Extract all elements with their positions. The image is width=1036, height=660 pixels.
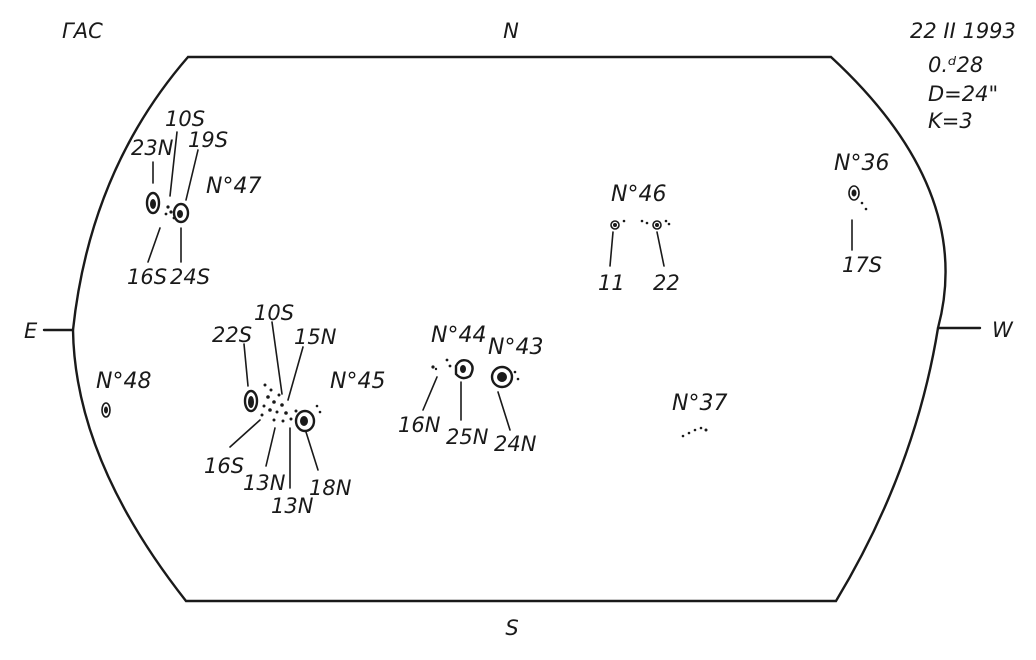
spot-label: 17S <box>842 253 882 277</box>
group-43-label: N°43 <box>488 335 543 360</box>
spot-label: 16S <box>127 265 167 289</box>
time-label: 0.ᵈ28 <box>928 53 983 77</box>
diameter-label: D=24" <box>928 82 998 106</box>
group-46: N°46 11 22 <box>598 182 680 295</box>
spot-label: 10S <box>254 301 294 325</box>
spot-label: 24N <box>494 432 537 456</box>
spot <box>172 202 190 224</box>
group-44-label: N°44 <box>431 323 486 348</box>
north-label: N <box>503 19 519 43</box>
west-label: W <box>992 318 1014 342</box>
east-label: E <box>24 319 38 343</box>
group-48: N°48 <box>96 369 151 418</box>
spot-label: 22S <box>212 323 252 347</box>
south-label: S <box>505 616 518 640</box>
group-45-label: N°45 <box>330 369 385 394</box>
spot-umbra <box>177 210 183 218</box>
group-47: N°47 23N 10S 19S 16S 24S <box>127 107 261 289</box>
spot-label: 18N <box>309 476 352 500</box>
spot-umbra <box>150 199 156 209</box>
group-37-label: N°37 <box>672 391 727 416</box>
spot <box>145 191 161 215</box>
group-48-label: N°48 <box>96 369 151 394</box>
spot-label: 16S <box>204 454 244 478</box>
group-43: N°43 24N <box>488 335 543 456</box>
group-36-label: N°36 <box>834 151 889 176</box>
group-45: N°45 22S 10S 15N 16S 13N 13N 18N <box>204 301 385 518</box>
spot-label: 13N <box>243 471 286 495</box>
observatory-label: ГАС <box>62 19 103 43</box>
group-46-label: N°46 <box>611 182 666 207</box>
spot-label: 23N <box>131 136 174 160</box>
group-47-label: N°47 <box>206 174 261 199</box>
group-44: N°44 16N 25N <box>398 323 489 449</box>
date-label: 22 II 1993 <box>910 19 1016 43</box>
spot-label: 15N <box>294 325 337 349</box>
spot-label: 24S <box>170 265 210 289</box>
group-36: N°36 17S <box>834 151 889 277</box>
group-37: N°37 <box>672 391 727 438</box>
spot-label: 19S <box>188 128 228 152</box>
spot-label: 13N <box>271 494 314 518</box>
spot-label: 10S <box>165 107 205 131</box>
spot-label: 11 <box>598 271 625 295</box>
quality-label: K=3 <box>928 109 973 133</box>
spot-label: 16N <box>398 413 441 437</box>
solar-disk-outline <box>71 55 947 603</box>
spot-label: 22 <box>653 271 680 295</box>
spot-label: 25N <box>446 425 489 449</box>
